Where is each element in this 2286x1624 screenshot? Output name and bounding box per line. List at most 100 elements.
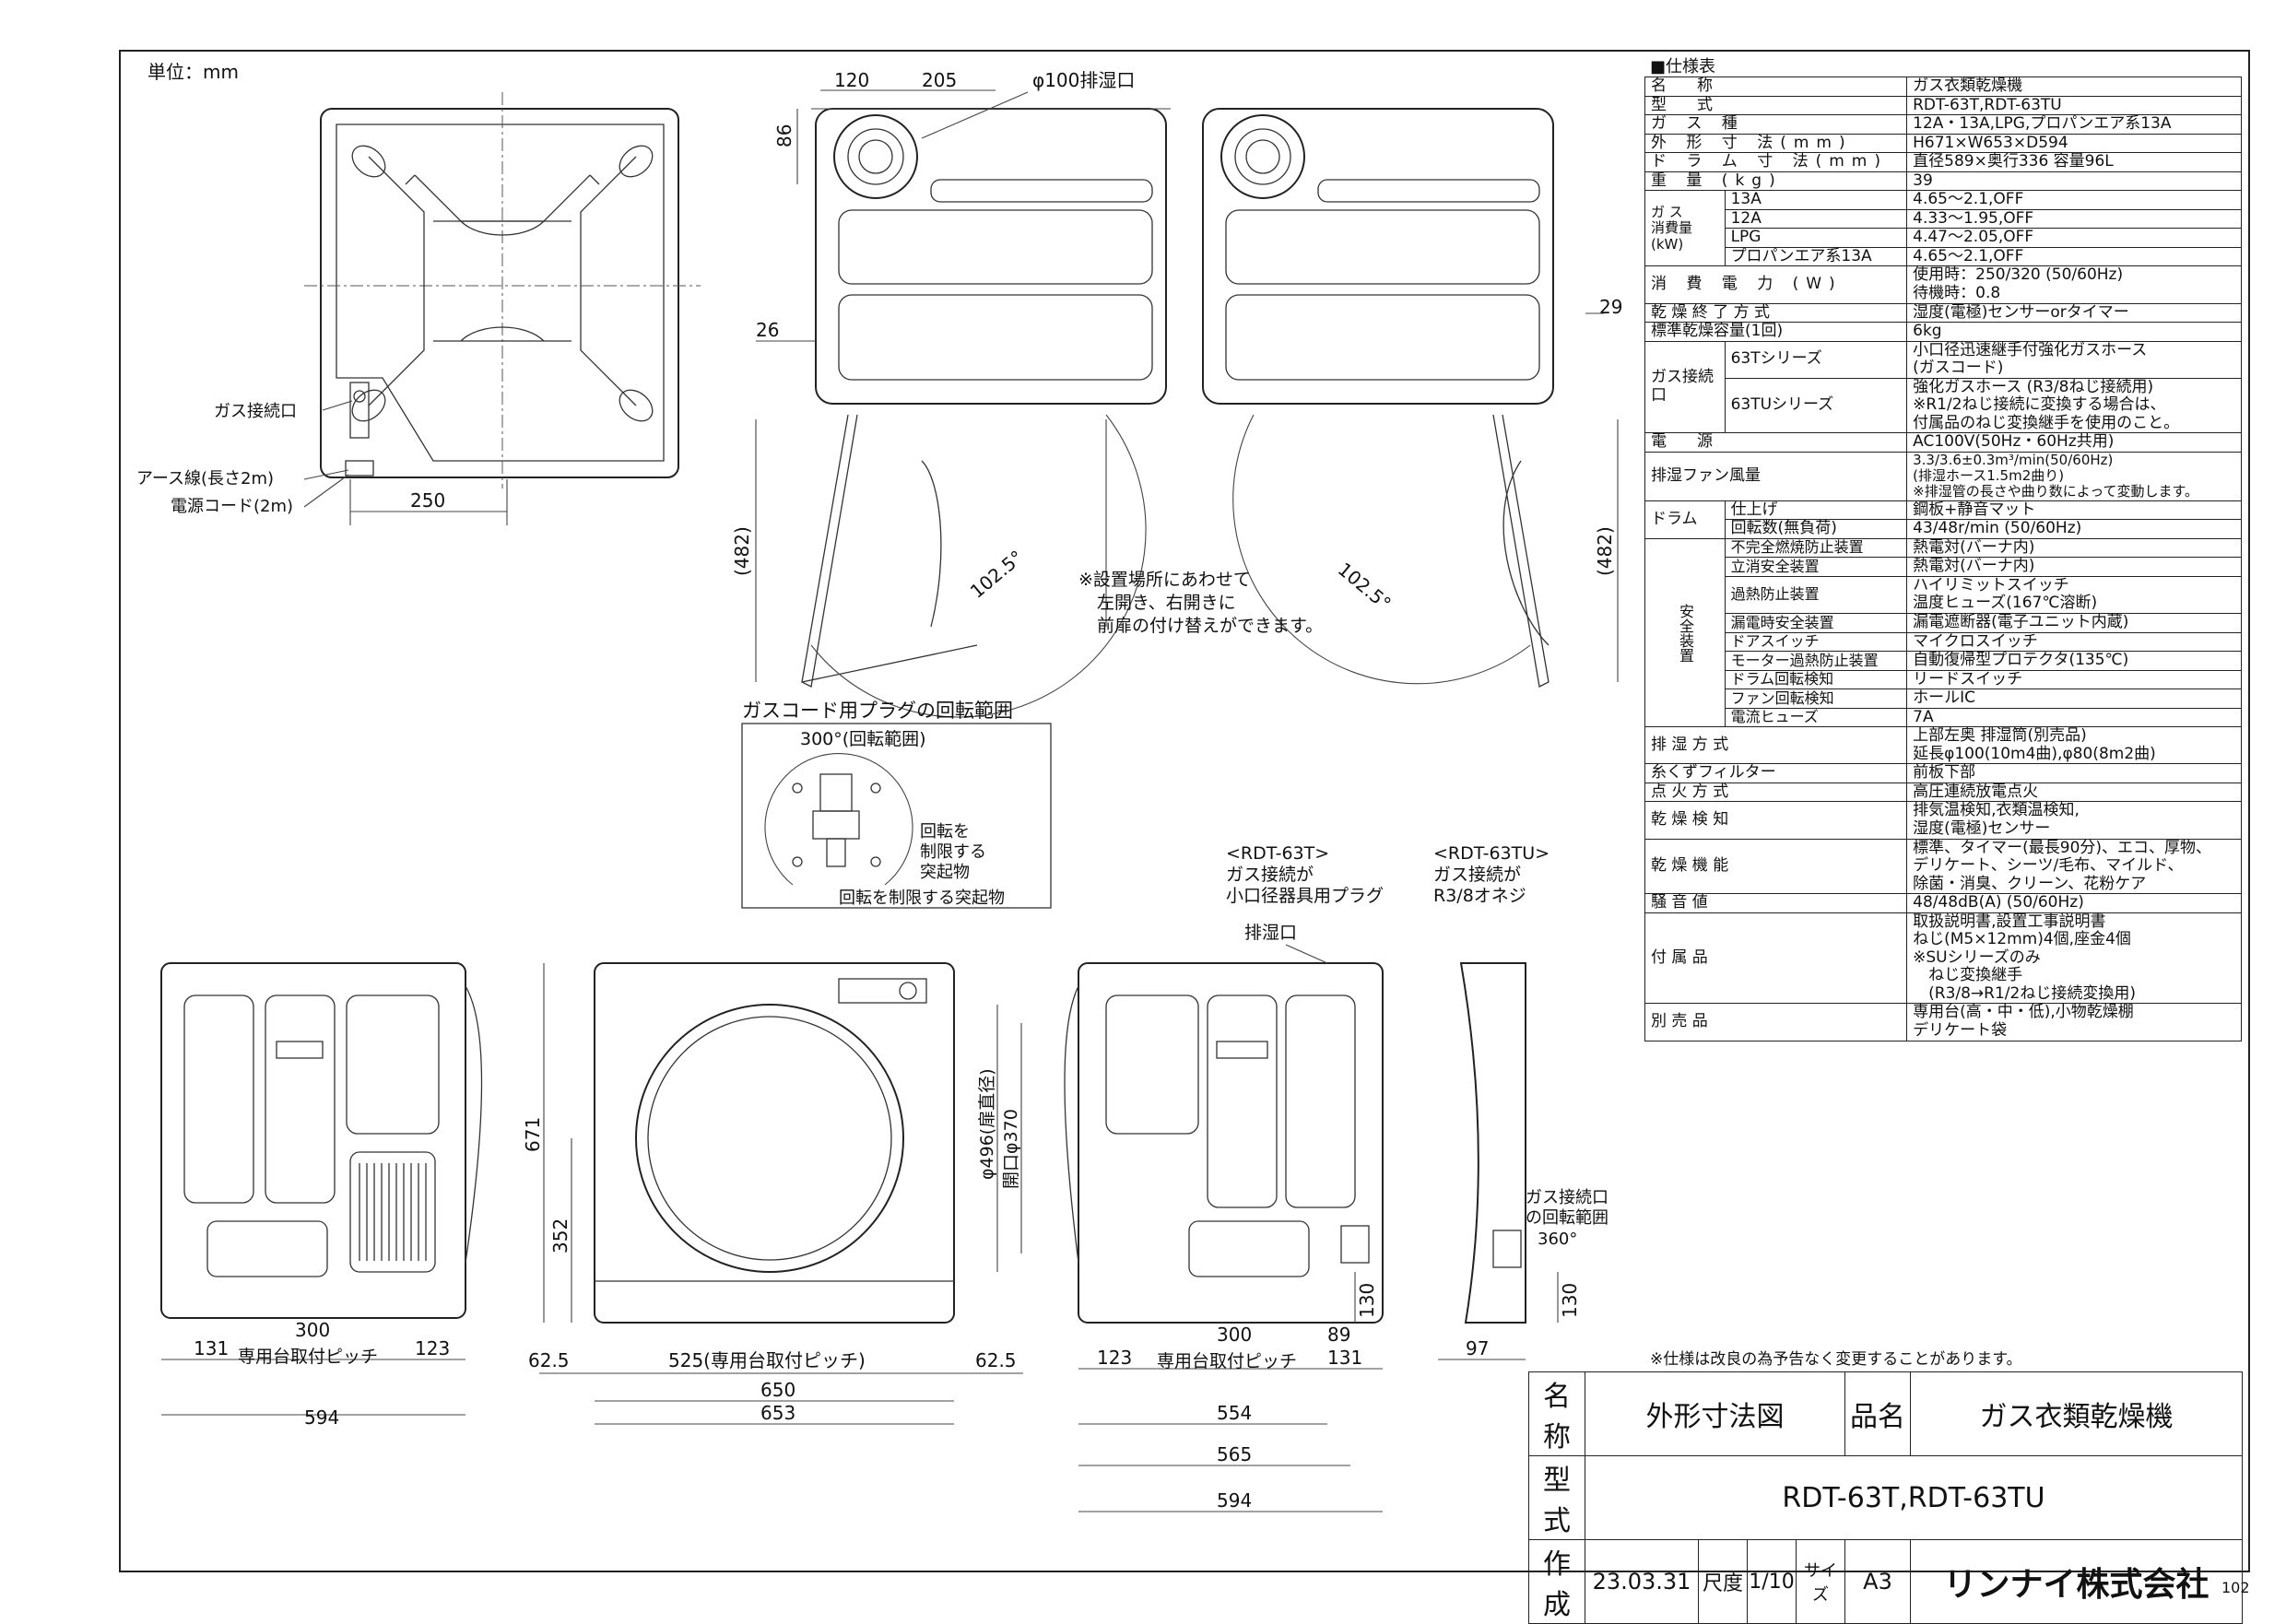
spec-row: ド ラ ム 寸 法(mm)直径589×奥行336 容量96L [1644,152,2242,172]
spec-note: ※仕様は改良の為予告なく変更することがあります。 [1650,1350,2022,1369]
tb-scale-value: 1/10 [1747,1539,1797,1624]
spec-cell: 標準、タイマー(最長90分)、エコ、厚物、 デリケート、シーツ/毛布、マイルド、… [1906,838,2242,895]
plug-title: ガスコード用プラグの回転範囲 [742,700,1013,722]
dim-89: 89 [1327,1324,1350,1346]
spec-fan-line: ※排湿管の長さや曲り数によって変動します。 [1913,483,2198,500]
spec-cell: 直径589×奥行336 容量96L [1906,152,2242,172]
tb-made-label: 作成 [1528,1539,1585,1624]
tb-size-value: A3 [1844,1539,1911,1624]
drawing-frame [119,50,2250,1572]
t63-c: 小口径器具用プラグ [1226,886,1384,906]
spec-cell: ファン回転検知 [1724,688,1908,709]
spec-row: ドアスイッチマイクロスイッチ [1645,631,2242,653]
spec-cell: 排 湿 方 式 [1644,726,1908,765]
spec-cell: LPG [1724,228,1908,248]
spec-row: 漏電時安全装置漏電遮断器(電子ユニット内蔵) [1645,612,2242,633]
spec-cell: 騒 音 値 [1644,893,1908,913]
spec-cell: ドアスイッチ [1724,631,1908,653]
spec-gasconn-line: 小口径迅速継手付強化ガスホース [1913,340,2148,359]
dim-205: 205 [922,69,957,91]
dim-86: 86 [773,124,795,147]
spec-cell: 専用台(高・中・低),小物乾燥棚 デリケート袋 [1906,1003,2242,1041]
spec-cell: H671×W653×D594 [1906,133,2242,154]
spec-cell: 4.65〜2.1,OFF [1906,246,2242,267]
callout-exhaust100: φ100排湿口 [1032,69,1135,91]
spec-cell: 熱電対(バーナ内) [1906,557,2242,577]
spec-fan-line: 3.3/3.6±0.3m³/min(50/60Hz) [1913,451,2114,468]
spec-power-line: 使用時：250/320 (50/60Hz) [1913,265,2124,285]
dim-120: 120 [834,69,869,91]
spec-gas-label-line: (kW) [1651,235,1684,253]
dim-62-5-a: 62.5 [528,1349,570,1371]
spec-gas-label-line: 消費量 [1651,219,1693,237]
pitch-c: 専用台取付ピッチ [1157,1351,1297,1371]
plug-stop2: 回転を制限する突起物 [839,888,1005,908]
dim-26: 26 [756,319,779,341]
spec-cell: 高圧連続放電点火 [1906,782,2242,803]
spec-cell: 12A・13A,LPG,プロパンエア系13A [1906,114,2242,135]
spec-cell: モーター過熱防止装置 [1724,651,1908,671]
spec-cell: ガ ス 種 [1644,114,1908,135]
spec-power-line: 待機時：0.8 [1913,284,2001,303]
callout-gas-conn: ガス接続口 [214,402,297,421]
gas-rot-b: の回転範囲 [1526,1208,1608,1228]
dim-650: 650 [760,1379,795,1401]
spec-cell: 重 量 (kg) [1644,171,1908,192]
spec-row: 名 称ガス衣類乾燥機 [1644,76,2242,97]
spec-cell: 13A [1724,190,1908,210]
callout-earth: アース線(長さ2m) [136,469,274,488]
plug-stop1-a: 回転を [920,822,970,841]
spec-cell: 4.65〜2.1,OFF [1906,190,2242,210]
spec-row: 63TUシリーズ強化ガスホース (R3/8ねじ接続用)※R1/2ねじ接続に変換す… [1645,377,2242,434]
spec-cell: ガス接続口 [1644,340,1726,434]
spec-row: 点 火 方 式高圧連続放電点火 [1644,782,2242,803]
pitch-a: 専用台取付ピッチ [238,1347,378,1367]
spec-cell: 39 [1906,171,2242,192]
t63-b: ガス接続が [1226,865,1314,885]
dim-300-a: 300 [295,1319,330,1341]
spec-cell: 6kg [1906,322,2242,342]
spec-cell: 上部左奥 排湿筒(別売品) 延長φ100(10m4曲),φ80(8m2曲) [1906,726,2242,765]
t63-a: <RDT-63T> [1226,843,1329,864]
door-note-1: ※設置場所にあわせて [1078,570,1251,590]
dim-300-c: 300 [1217,1324,1252,1346]
dim-653: 653 [760,1402,795,1424]
gas-rot-a: ガス接続口 [1526,1188,1608,1207]
plug-range: 300°(回転範囲) [800,729,926,749]
dim-97: 97 [1466,1337,1489,1359]
dim-554: 554 [1217,1402,1252,1424]
tb-made-date: 23.03.31 [1585,1539,1699,1624]
plug-detail: ガスコード用プラグの回転範囲 300°(回転範囲) 回転を 制限する 突起物 回… [741,700,1052,909]
dim-525: 525(専用台取付ピッチ) [668,1349,866,1371]
spec-row: ファン回転検知ホールIC [1645,688,2242,709]
spec-row: ドラム仕上げ鋼板+静音マット [1644,500,2242,539]
unit-label: 単位：mm [147,61,239,83]
spec-cell: 型 式 [1644,95,1908,116]
spec-cell: 鋼板+静音マット [1906,500,2242,521]
spec-cell: 43/48r/min (50/60Hz) [1906,519,2242,539]
tb-size-label: サイズ [1796,1539,1845,1624]
spec-cell: 48/48dB(A) (50/60Hz) [1906,893,2242,913]
spec-cell: 電 源 [1644,432,1908,453]
spec-gasconn-line: (ガスコード) [1913,359,2004,378]
dim-482-left: (482) [731,526,753,576]
door-note-3: 前扉の付け替えができます。 [1097,616,1323,636]
spec-cell: 安全装置 [1644,537,1726,728]
dim-angle-right: 102.5° [1334,558,1396,615]
spec-power-values: 使用時：250/320 (50/60Hz)待機時：0.8 [1906,265,2242,304]
tu63-b: ガス接続が [1433,865,1521,885]
spec-row: 安全装置不完全燃焼防止装置熱電対(バーナ内) [1644,537,2242,728]
spec-row: 乾 燥 終 了 方 式湿度(電極)センサーorタイマー [1644,302,2242,324]
spec-cell: ハイリミットスイッチ 温度ヒューズ(167℃溶断) [1906,575,2242,614]
spec-cell: 仕上げ [1724,500,1908,521]
spec-gasconn-63t: 小口径迅速継手付強化ガスホース(ガスコード) [1906,340,2242,379]
spec-cell: プロパンエア系13A [1724,246,1908,267]
